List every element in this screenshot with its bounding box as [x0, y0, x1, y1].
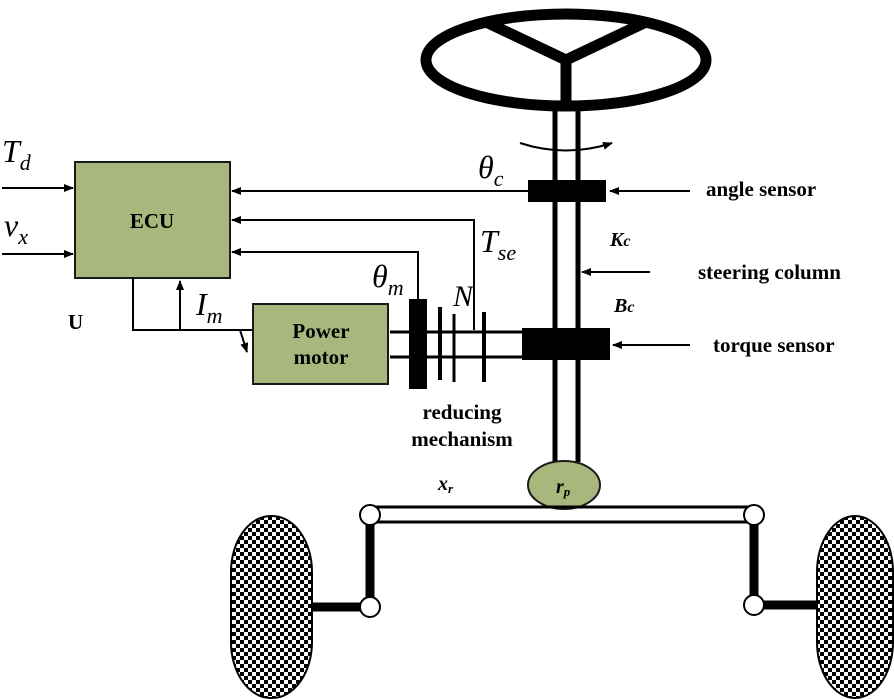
joint-right-bottom: [743, 594, 765, 616]
bc-symbol: Bc: [613, 295, 634, 317]
rotation-arrow: [519, 141, 613, 152]
u-output: [132, 278, 249, 353]
n-symbol: N: [452, 280, 475, 313]
angle-sensor-block: [528, 180, 606, 202]
left-linkage: [312, 515, 375, 612]
theta-m-feedback: [231, 248, 419, 299]
right-linkage: [749, 515, 820, 610]
steering-rack: [370, 505, 754, 524]
theta-c-symbol: θc: [478, 149, 504, 191]
right-wheel: [816, 515, 894, 699]
reducing-label-1: reducing: [423, 400, 502, 424]
angle-sensor-label: angle sensor: [706, 177, 816, 201]
left-wheel: [230, 515, 313, 699]
kc-symbol: Kc: [609, 229, 630, 251]
u-label: U: [68, 310, 83, 334]
rp-symbol: rp: [556, 476, 571, 499]
power-motor-label-1: Power: [292, 319, 349, 343]
joint-right-top: [743, 504, 765, 526]
joint-left-top: [359, 504, 381, 526]
pinion: [527, 460, 601, 510]
tse-symbol: Tse: [480, 223, 516, 265]
im-feedback: [176, 280, 253, 331]
im-symbol: Im: [195, 286, 223, 328]
reducing-mechanism: [390, 299, 486, 389]
steering-column-shaft: [552, 108, 581, 462]
vx-symbol: vx: [4, 207, 28, 249]
power-motor-block: [252, 303, 389, 385]
torque-sensor-label: torque sensor: [713, 333, 835, 357]
theta-m-symbol: θm: [372, 258, 404, 300]
assist-shaft: [484, 330, 522, 359]
steering-wheel: [420, 8, 712, 112]
ecu-label: ECU: [130, 209, 174, 233]
reducing-label-2: mechanism: [411, 427, 513, 451]
td-symbol: Td: [2, 133, 32, 175]
tse-feedback: [231, 216, 475, 330]
xr-symbol: xr: [437, 473, 454, 496]
ecu-block: [74, 161, 231, 279]
torque-sensor-block: [522, 328, 610, 360]
steering-column-label: steering column: [698, 260, 841, 284]
power-motor-label-2: motor: [294, 345, 349, 369]
joint-left-bottom: [359, 596, 381, 618]
